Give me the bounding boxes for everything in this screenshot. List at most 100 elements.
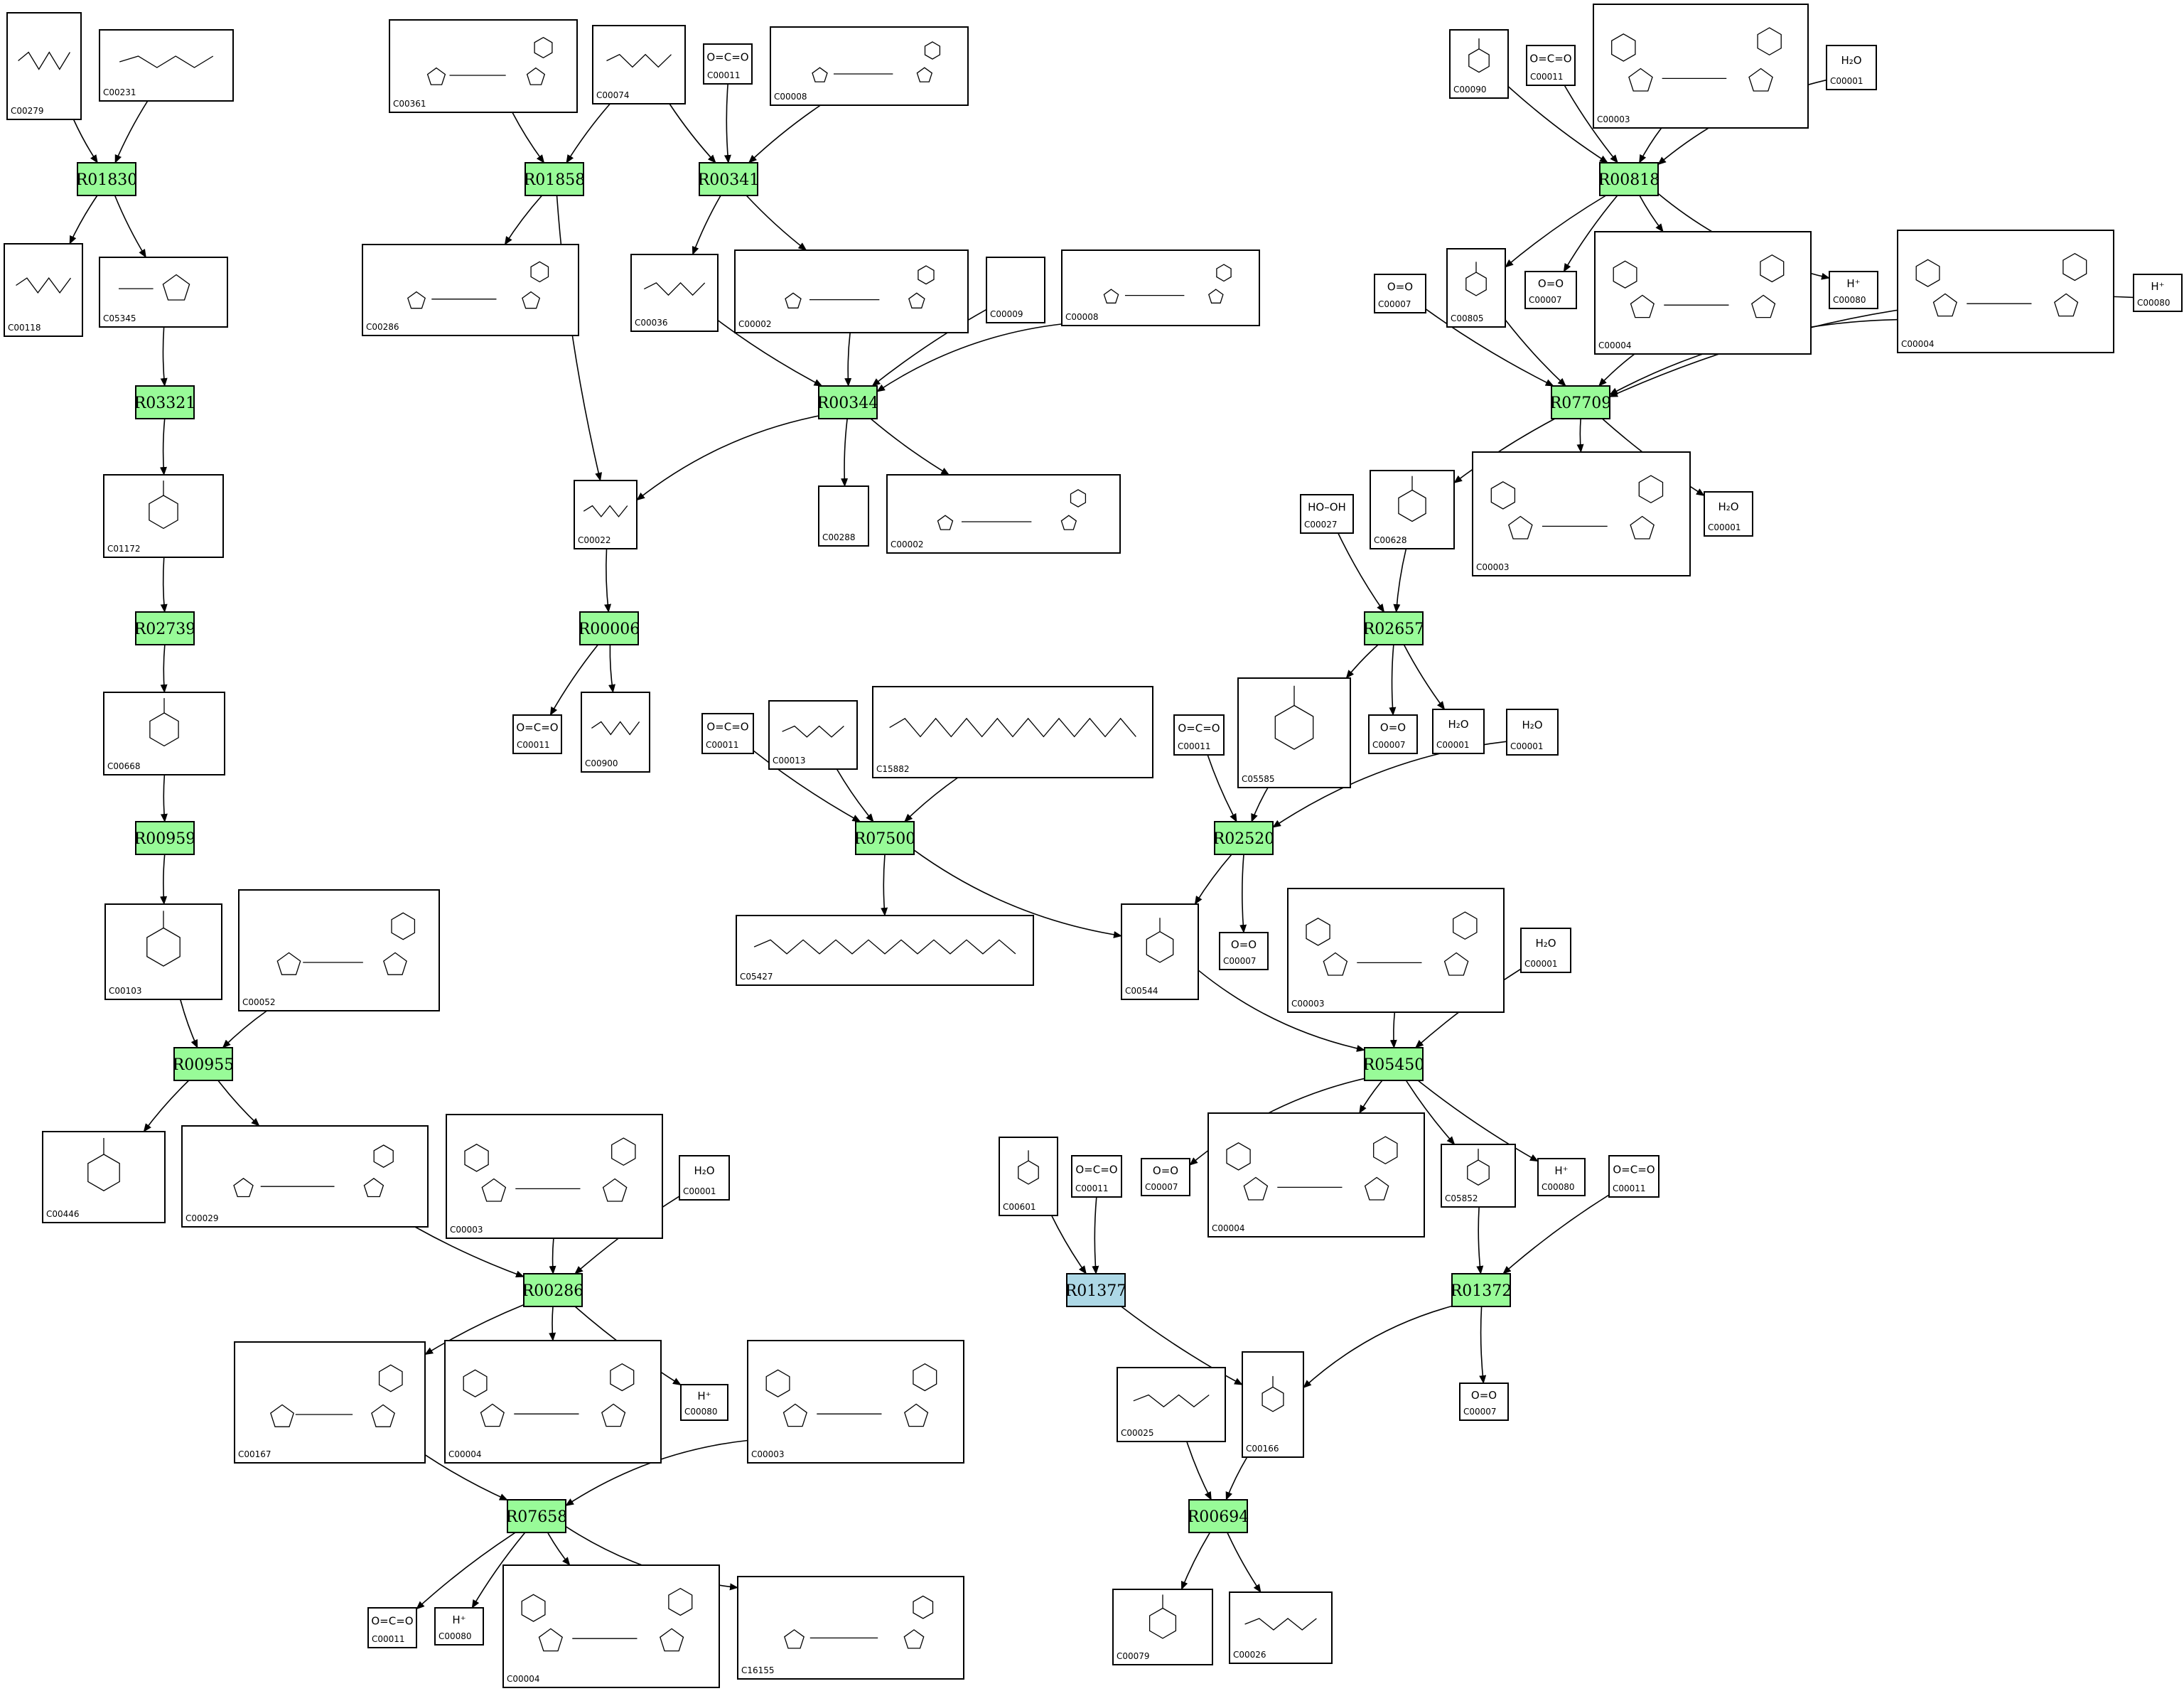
compound-c00279[interactable]: C00279 [6, 12, 82, 120]
reaction-r07500[interactable]: R07500 [854, 821, 916, 855]
reaction-r00959[interactable]: R00959 [134, 821, 196, 855]
reaction-r02657[interactable]: R02657 [1363, 611, 1425, 645]
compound-c00079[interactable]: C00079 [1112, 1589, 1213, 1665]
compound-c00628[interactable]: C00628 [1370, 470, 1455, 549]
reaction-r00344[interactable]: R00344 [817, 385, 879, 419]
compound-c05852[interactable]: C05852 [1441, 1144, 1516, 1208]
compound-c00668[interactable]: C00668 [103, 692, 225, 775]
reaction-r00286[interactable]: R00286 [522, 1273, 584, 1307]
compound-c00004[interactable]: C00004 [502, 1564, 720, 1688]
compound-c00090[interactable]: C00090 [1449, 29, 1509, 99]
compound-c00008[interactable]: C00008 [1061, 249, 1260, 326]
compound-c00166[interactable]: C00166 [1242, 1351, 1304, 1458]
compound-c00002[interactable]: C00002 [734, 249, 969, 333]
reaction-r00006[interactable]: R00006 [579, 611, 640, 645]
compound-c00080[interactable]: H⁺C00080 [2133, 274, 2183, 312]
reaction-r01830[interactable]: R01830 [76, 162, 138, 196]
compound-c00080[interactable]: H⁺C00080 [1537, 1158, 1586, 1196]
reaction-r07709[interactable]: R07709 [1550, 385, 1612, 419]
edge-c00279-R01830 [72, 119, 98, 163]
reaction-r00341[interactable]: R00341 [698, 162, 760, 196]
compound-c05427[interactable]: C05427 [736, 915, 1034, 986]
compound-c00080[interactable]: H⁺C00080 [434, 1607, 484, 1646]
compound-c00231[interactable]: C00231 [99, 29, 234, 102]
reaction-r01372[interactable]: R01372 [1451, 1273, 1512, 1307]
compound-c00805[interactable]: C00805 [1446, 248, 1506, 328]
compound-c05585[interactable]: C05585 [1237, 677, 1351, 788]
compound-c00013[interactable]: C00013 [768, 700, 858, 770]
reaction-r00818[interactable]: R00818 [1598, 162, 1660, 196]
reaction-r02739[interactable]: R02739 [134, 611, 196, 645]
compound-c00003[interactable]: C00003 [1472, 451, 1691, 576]
compound-c00003[interactable]: C00003 [1593, 4, 1809, 129]
compound-c00052[interactable]: C00052 [238, 889, 440, 1011]
compound-c00026[interactable]: C00026 [1229, 1591, 1333, 1664]
compound-c00544[interactable]: C00544 [1121, 903, 1199, 1000]
reaction-r01858[interactable]: R01858 [524, 162, 586, 196]
compound-c15882[interactable]: C15882 [872, 686, 1153, 778]
reaction-r03321[interactable]: R03321 [134, 385, 196, 419]
reaction-r05450[interactable]: R05450 [1363, 1047, 1425, 1081]
compound-c00080[interactable]: H⁺C00080 [680, 1384, 728, 1421]
compound-c05345[interactable]: C05345 [99, 257, 228, 328]
edge-R02520-c00544 [1194, 854, 1232, 905]
reaction-r01377[interactable]: R01377 [1065, 1273, 1127, 1307]
compound-box [6, 12, 82, 120]
compound-c00036[interactable]: C00036 [630, 254, 719, 332]
compound-c00167[interactable]: C00167 [234, 1341, 426, 1464]
compound-c00601[interactable]: C00601 [999, 1137, 1058, 1216]
compound-c00103[interactable]: C00103 [104, 903, 222, 1000]
edge-c00052-R00955 [222, 1010, 267, 1048]
compound-c00003[interactable]: C00003 [446, 1114, 663, 1239]
compound-c00004[interactable]: C00004 [1207, 1112, 1425, 1238]
compound-c00004[interactable]: C00004 [444, 1340, 662, 1464]
compound-c00009[interactable]: C00009 [986, 257, 1045, 323]
reaction-r02520[interactable]: R02520 [1213, 821, 1275, 855]
compound-c16155[interactable]: C16155 [737, 1576, 964, 1680]
compound-c00080[interactable]: H⁺C00080 [1829, 271, 1878, 309]
reaction-r00694[interactable]: R00694 [1188, 1499, 1249, 1533]
compound-c00074[interactable]: C00074 [592, 25, 686, 104]
compound-c00008[interactable]: C00008 [770, 26, 969, 106]
reaction-r00955[interactable]: R00955 [173, 1047, 235, 1081]
compound-c00022[interactable]: C00022 [574, 480, 638, 549]
compound-c00900[interactable]: C00900 [581, 692, 650, 773]
reaction-r07658[interactable]: R07658 [506, 1499, 568, 1533]
compound-c00288[interactable]: C00288 [818, 485, 869, 547]
compound-formula: H⁺ [1846, 277, 1860, 290]
compound-c00004[interactable]: C00004 [1897, 230, 2114, 353]
compound-c00003[interactable]: C00003 [1287, 888, 1505, 1013]
compound-c00004[interactable]: C00004 [1594, 231, 1812, 355]
compound-c00003[interactable]: C00003 [747, 1340, 964, 1464]
compound-c01172[interactable]: C01172 [103, 474, 224, 558]
compound-c00002[interactable]: C00002 [886, 474, 1121, 554]
compound-c00286[interactable]: C00286 [362, 244, 579, 336]
compound-c00025[interactable]: C00025 [1117, 1367, 1226, 1442]
compound-id: C00544 [1125, 986, 1158, 996]
compound-c00361[interactable]: C00361 [389, 19, 578, 113]
compound-c00029[interactable]: C00029 [181, 1125, 429, 1228]
compound-c00118[interactable]: C00118 [4, 243, 83, 337]
compound-c00446[interactable]: C00446 [42, 1131, 166, 1223]
